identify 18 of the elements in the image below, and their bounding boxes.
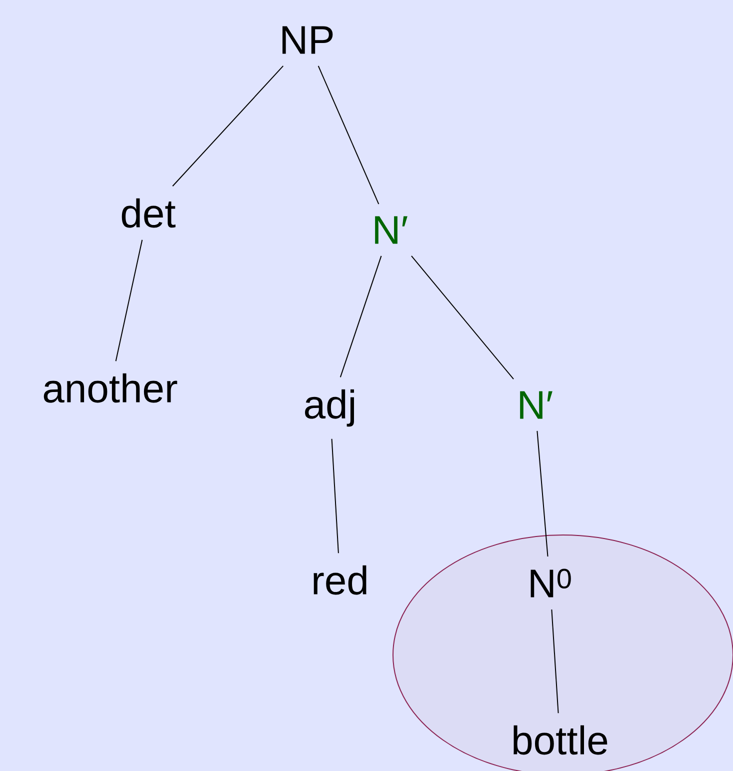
tree-branch <box>331 438 339 554</box>
tree-label: N′ <box>375 216 408 244</box>
tree-branch <box>318 65 380 205</box>
tree-branch <box>551 609 559 714</box>
tree-label: red <box>314 565 366 595</box>
tree-branch <box>340 255 382 378</box>
tree-label: bottle <box>514 725 608 755</box>
tree-label: det <box>122 198 176 228</box>
tree-branch <box>115 239 143 362</box>
tree-branch <box>172 65 284 187</box>
tree-label: NP <box>282 26 333 54</box>
tree-label: adj <box>305 389 354 427</box>
tree-branch <box>410 255 514 380</box>
tree-label: N$^{0}$ <box>530 568 571 598</box>
tree-label: N′ <box>520 391 552 419</box>
tree-label: another <box>44 373 178 403</box>
tree-branch <box>536 430 548 558</box>
highlight-ellipse <box>392 534 733 771</box>
